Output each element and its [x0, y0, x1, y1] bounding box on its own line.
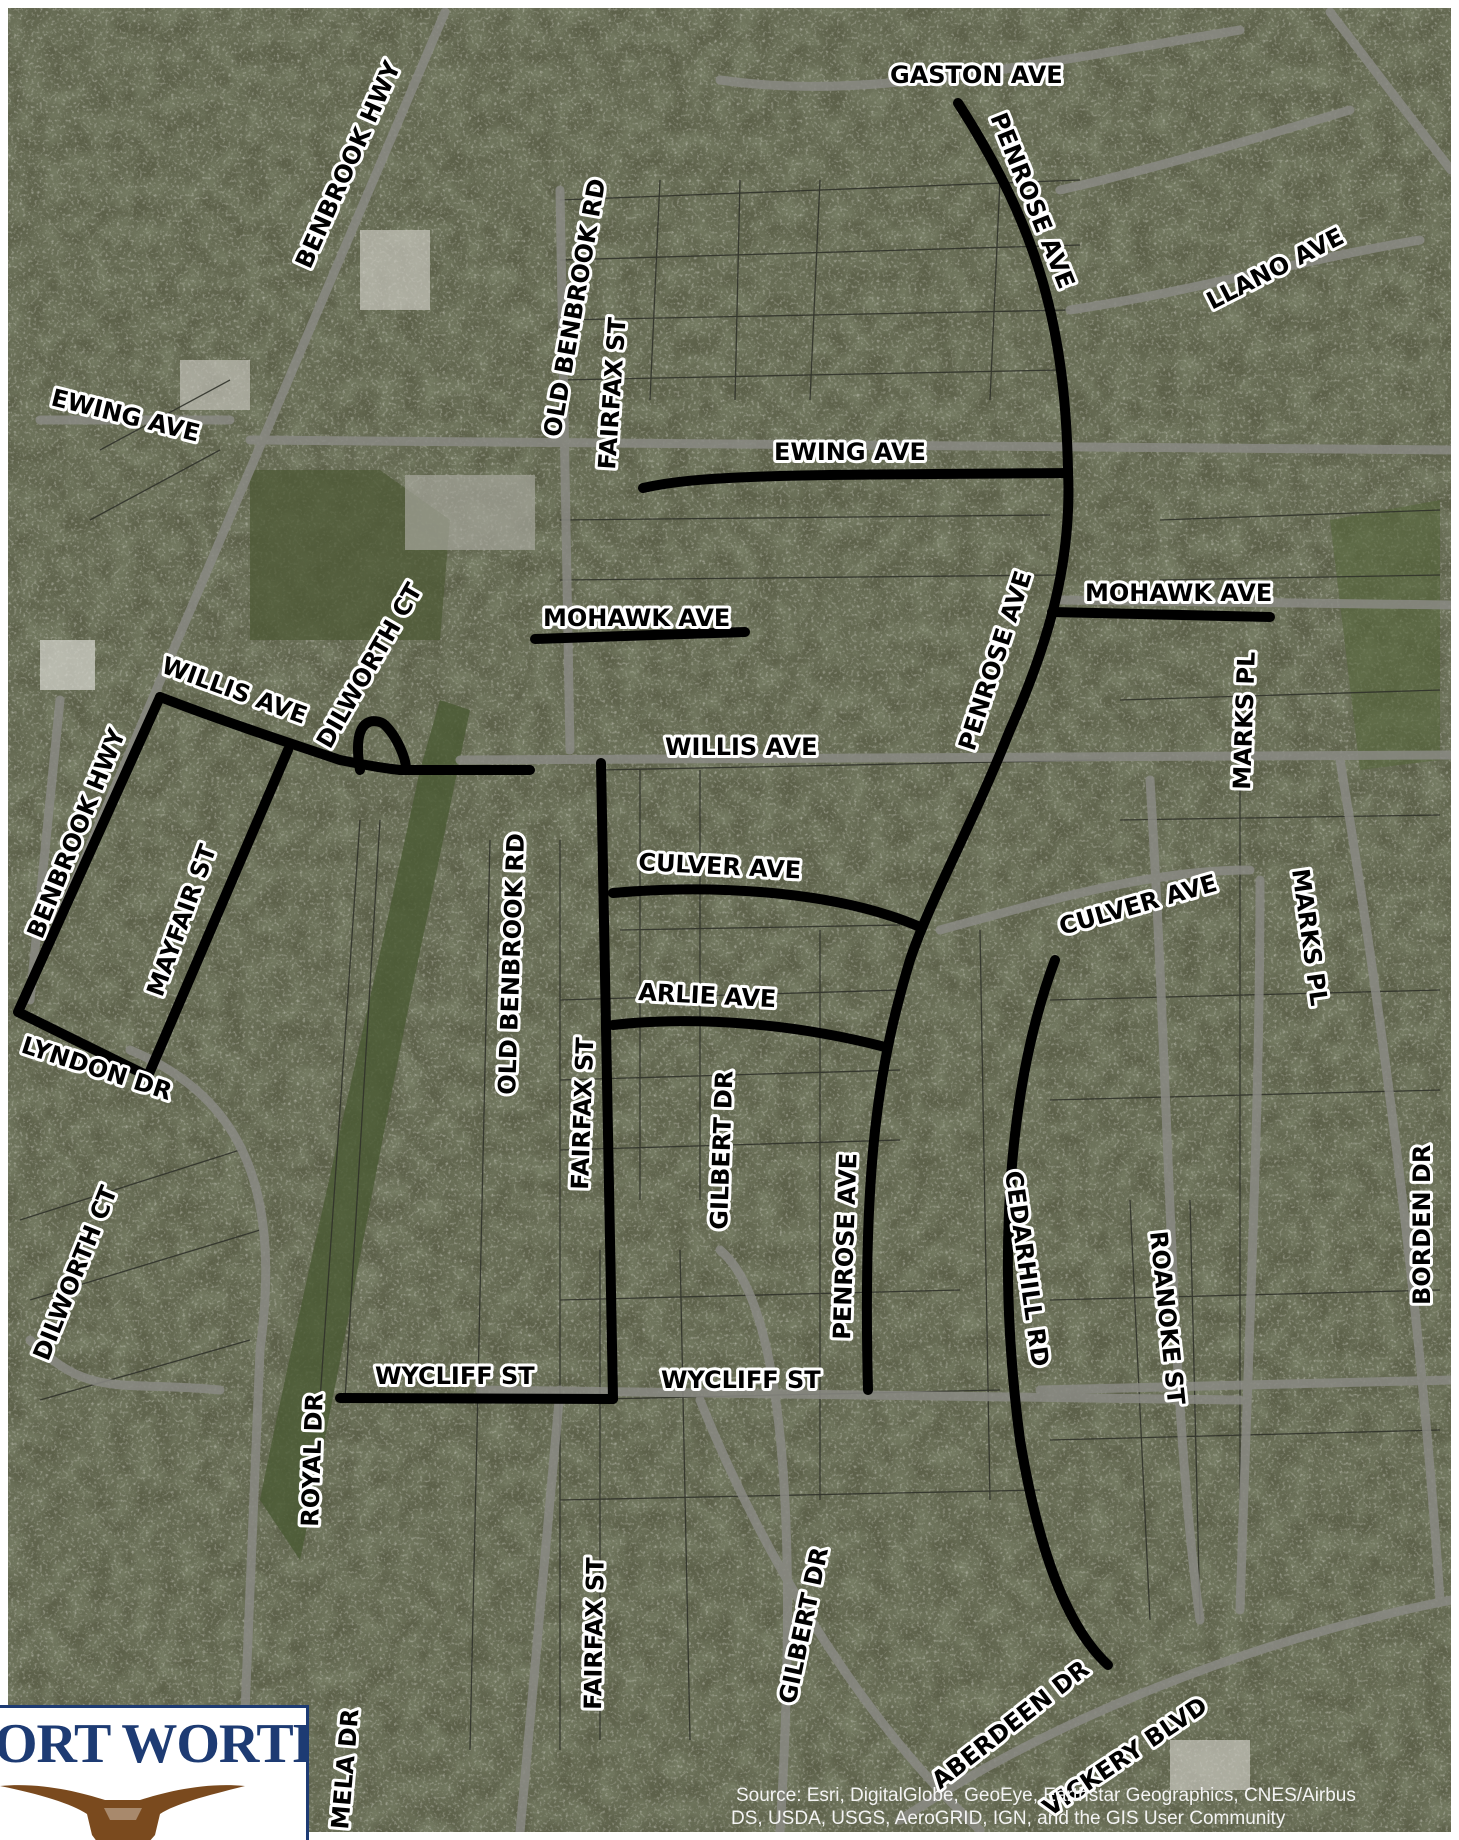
project-streets	[13, 98, 1275, 1670]
label-willis-ave-east: WILLIS AVE	[665, 733, 817, 761]
route-willis-ave-west	[155, 692, 405, 775]
route-arlie-ave	[608, 1016, 890, 1052]
route-mohawk-ave-east	[1047, 607, 1275, 622]
label-fairfax-st-north: FAIRFAX ST	[593, 316, 632, 471]
route-dilworth-ct	[353, 716, 411, 775]
label-borden-dr: BORDEN DR	[1408, 1145, 1436, 1305]
wooded-area	[250, 470, 450, 640]
source-line-2: DS, USDA, USGS, AeroGRID, IGN, and the G…	[731, 1808, 1286, 1829]
route-wycliff-st	[335, 1393, 618, 1404]
route-penrose-ave	[861, 98, 1074, 1395]
commercial-building	[40, 640, 95, 690]
label-marks-pl-north: MARKS PL	[1228, 651, 1261, 790]
route-mohawk-ave-west	[530, 627, 750, 644]
commercial-building	[180, 360, 250, 410]
green-corridor	[260, 700, 470, 1560]
route-block-loop	[13, 692, 293, 1081]
aerial-map[interactable]: GASTON AVE PENROSE AVE LLANO AVE BENBROO…	[8, 8, 1451, 1832]
route-culver-ave	[608, 884, 925, 932]
source-line-1: Source: Esri, DigitalGlobe, GeoEye, Eart…	[736, 1785, 1356, 1806]
route-cedarhill-rd	[1003, 955, 1113, 1670]
label-fairfax-st-mid: FAIRFAX ST	[566, 1036, 599, 1190]
route-fairfax-st	[596, 758, 618, 1404]
commercial-building	[360, 230, 430, 310]
label-wycliff-st-east: WYCLIFF ST	[661, 1366, 821, 1394]
longhorn-icon	[0, 1785, 245, 1840]
label-wycliff-st-west: WYCLIFF ST	[375, 1362, 535, 1390]
park-area	[1330, 500, 1440, 770]
logo-text: ORT WORTH	[0, 1713, 309, 1775]
parcel-lines	[19, 179, 1441, 1751]
route-ewing-ave	[638, 468, 1073, 493]
label-mohawk-ave-west: MOHAWK AVE	[543, 604, 730, 632]
label-gaston-ave: GASTON AVE	[890, 61, 1063, 89]
label-ewing-ave-east: EWING AVE	[774, 438, 926, 466]
label-mohawk-ave-east: MOHAWK AVE	[1085, 579, 1272, 607]
commercial-building	[1170, 1740, 1250, 1790]
label-royal-dr: ROYAL DR	[296, 1393, 329, 1528]
source-attribution: Source: Esri, DigitalGlobe, GeoEye, Eart…	[731, 1785, 1356, 1829]
label-gilbert-dr-north: GILBERT DR	[705, 1070, 739, 1230]
label-fairfax-st-south: FAIRFAX ST	[579, 1557, 610, 1710]
city-logo: ORT WORTH	[0, 1705, 309, 1840]
parking-lot	[405, 475, 535, 550]
